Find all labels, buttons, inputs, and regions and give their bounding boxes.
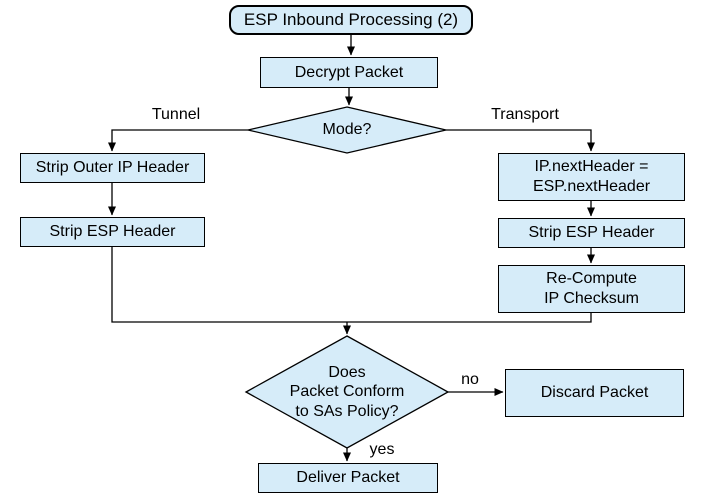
node-deliver-packet-label: Deliver Packet — [296, 469, 400, 486]
node-strip-outer-ip-header: Strip Outer IP Header — [20, 153, 205, 183]
edge-mode-tunnel-branch — [108, 129, 248, 152]
node-recompute-checksum-line1: Re-Compute — [546, 270, 637, 287]
edge-label-yes: yes — [369, 441, 395, 458]
node-start: ESP Inbound Processing (2) — [229, 5, 473, 35]
node-ip-nextheader: IP.nextHeader = ESP.nextHeader — [498, 153, 685, 201]
edge-merge-line — [111, 247, 592, 323]
edge-label-transport: Transport — [491, 106, 559, 123]
node-strip-esp-header-right: Strip ESP Header — [498, 218, 685, 248]
node-deliver-packet: Deliver Packet — [258, 463, 438, 493]
conform-decision-shape — [244, 335, 450, 449]
node-ip-nextheader-line1: IP.nextHeader = — [534, 158, 649, 175]
node-decrypt-packet-label: Decrypt Packet — [294, 63, 404, 81]
node-start-label: ESP Inbound Processing (2) — [243, 10, 459, 30]
mode-decision-shape — [247, 106, 447, 154]
node-decrypt-packet: Decrypt Packet — [260, 57, 438, 88]
node-recompute-checksum: Re-Compute IP Checksum — [498, 265, 685, 313]
node-discard-packet: Discard Packet — [505, 369, 684, 417]
edge-label-tunnel: Tunnel — [151, 106, 201, 123]
edge-label-no: no — [461, 371, 479, 388]
node-strip-esp-header-left-label: Strip ESP Header — [49, 223, 176, 240]
node-strip-outer-ip-header-label: Strip Outer IP Header — [35, 159, 190, 176]
node-strip-esp-header-right-label: Strip ESP Header — [528, 224, 655, 241]
node-discard-packet-label: Discard Packet — [540, 384, 649, 401]
edge-mode-transport-branch — [446, 129, 595, 152]
node-recompute-checksum-line2: IP Checksum — [544, 290, 639, 307]
node-ip-nextheader-line2: ESP.nextHeader — [532, 178, 651, 195]
node-strip-esp-header-left: Strip ESP Header — [20, 217, 205, 247]
